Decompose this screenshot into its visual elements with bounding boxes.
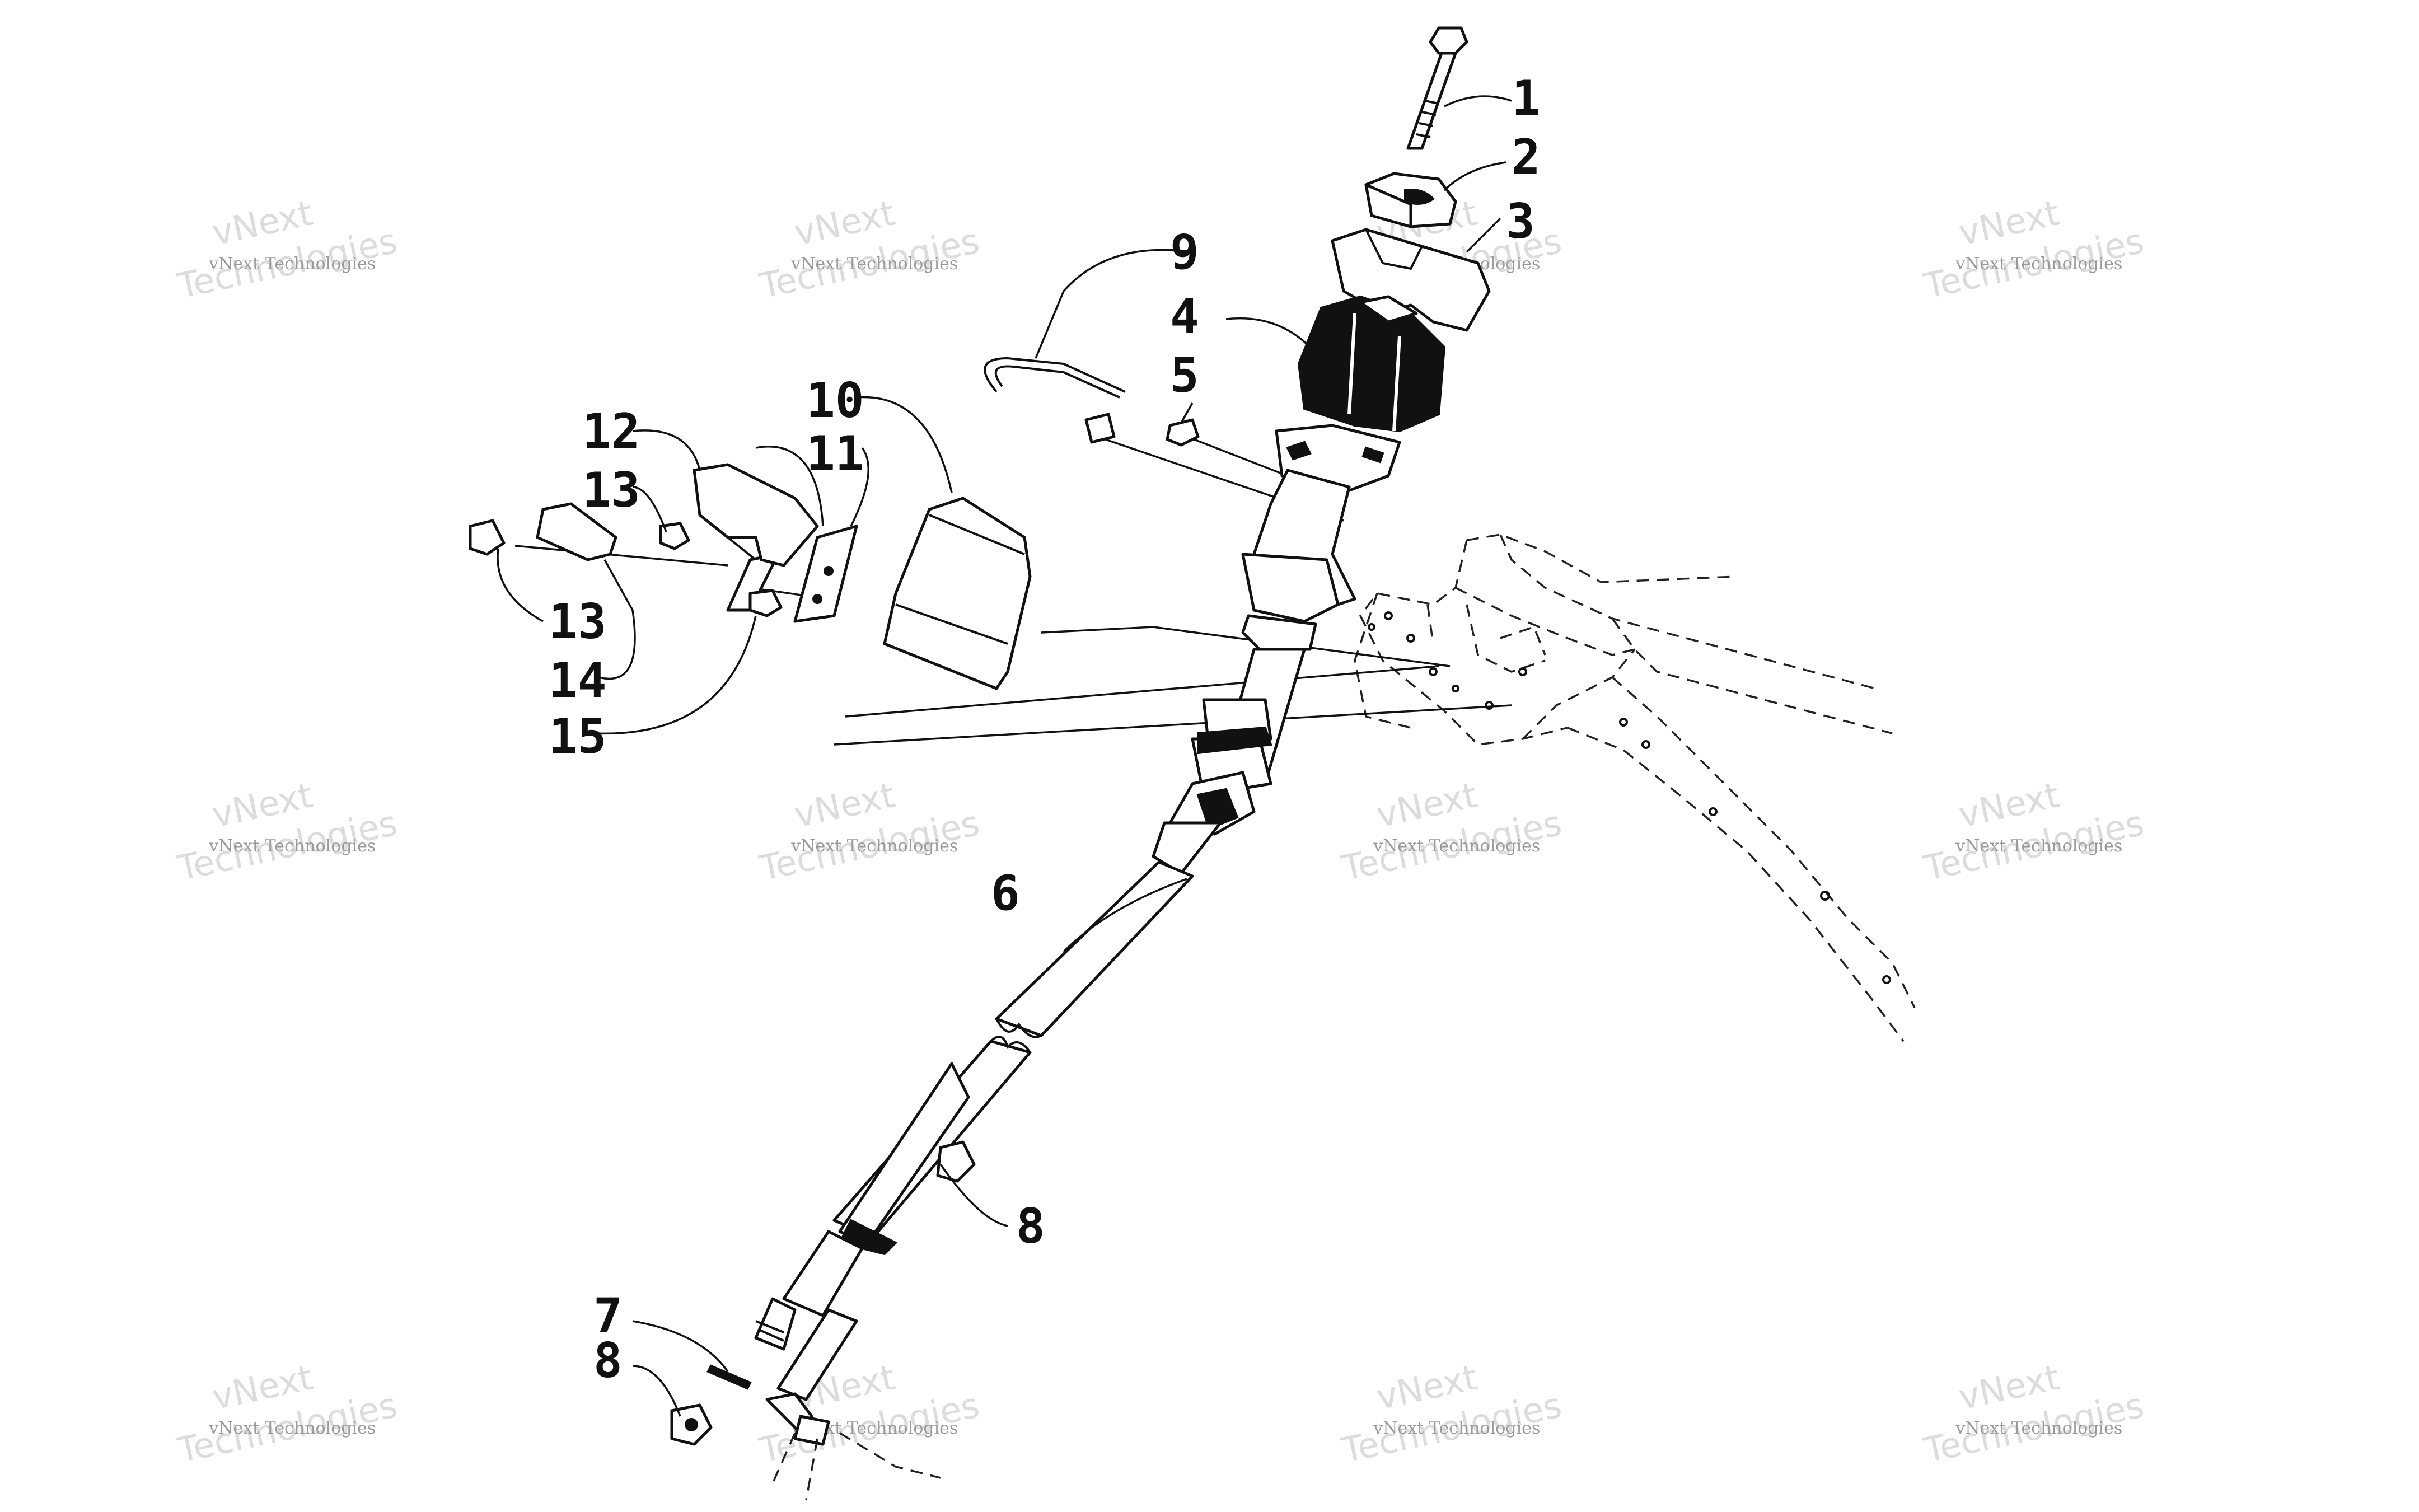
watermark-small: vNext Technologies <box>1373 1419 1540 1438</box>
part-4-bushing <box>1297 295 1446 433</box>
watermark-small: vNext Technologies <box>1955 836 2122 856</box>
callout-9: 9 <box>1170 224 1199 280</box>
watermark-small: vNext Technologies <box>208 836 376 856</box>
watermark-small: vNext Technologies <box>208 254 376 274</box>
callout-7: 7 <box>593 1288 623 1344</box>
part-14-small-clamp <box>536 502 617 561</box>
watermark-small: vNext Technologies <box>208 1419 376 1438</box>
part-10-cover <box>883 497 1032 690</box>
callout-13-bottom: 13 <box>549 594 607 650</box>
callout-13-top: 13 <box>582 462 640 518</box>
callout-14: 14 <box>549 653 607 709</box>
part-12-clamp-bracket <box>693 463 819 567</box>
callout-2: 2 <box>1512 129 1541 185</box>
vehicle-frame-outline <box>1354 533 1916 1042</box>
watermark-small: vNext Technologies <box>790 254 958 274</box>
leader-lines <box>497 95 1512 1417</box>
part-15-nut <box>748 589 783 617</box>
part-7-washer <box>706 1364 752 1390</box>
callout-4: 4 <box>1170 289 1199 345</box>
part-5-nut <box>1166 418 1200 447</box>
watermark-small: vNext Technologies <box>1955 254 2122 274</box>
callout-1: 1 <box>1512 71 1541 127</box>
callout-8-lower: 8 <box>593 1333 623 1389</box>
callout-10: 10 <box>806 373 864 429</box>
tie-rod-end <box>765 1392 941 1501</box>
callout-8-upper: 8 <box>1016 1199 1045 1254</box>
watermark-small: vNext Technologies <box>1955 1419 2122 1438</box>
callout-11: 11 <box>806 426 864 482</box>
part-8-nut-upper <box>936 1140 976 1183</box>
part-6-steering-shaft <box>754 860 1194 1401</box>
part-13-bolt-center <box>659 522 690 550</box>
callout-labels: 1 2 3 4 5 6 7 8 8 9 10 11 12 13 13 14 15 <box>549 71 1541 1389</box>
part-9-cable-clip <box>984 357 1126 444</box>
part-2-upper-clamp <box>1364 172 1457 228</box>
watermark-small: vNext Technologies <box>1373 836 1540 856</box>
part-1-bolt <box>1406 26 1468 150</box>
callout-15: 15 <box>549 709 607 765</box>
part-8-nut-lower <box>670 1403 713 1446</box>
callout-6: 6 <box>991 865 1020 921</box>
part-13-bolt-left <box>469 519 506 556</box>
callout-12: 12 <box>582 404 640 460</box>
steering-column-upper <box>1152 424 1401 875</box>
callout-3: 3 <box>1506 194 1535 250</box>
watermark-small: vNext Technologies <box>790 836 958 856</box>
callout-5: 5 <box>1170 348 1199 404</box>
